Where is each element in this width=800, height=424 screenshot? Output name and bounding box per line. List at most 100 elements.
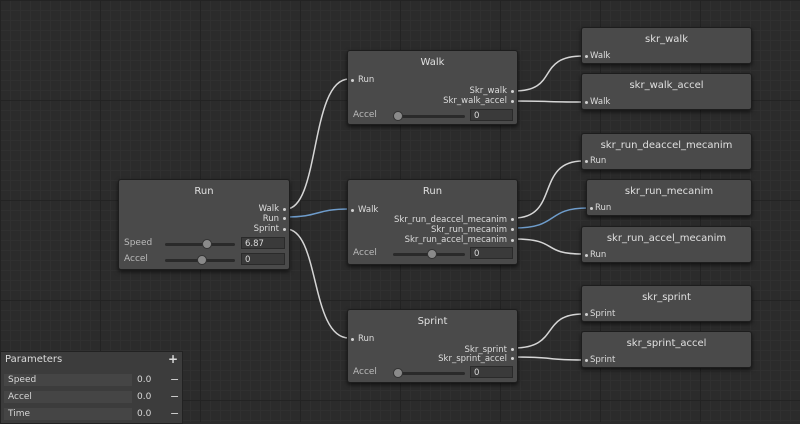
parameters-title: Parameters [5, 354, 63, 365]
parameter-name[interactable]: Accel [4, 391, 132, 403]
input-port[interactable] [585, 55, 588, 58]
input-port[interactable] [351, 209, 354, 212]
parameter-name[interactable]: Time [4, 408, 132, 420]
input-port[interactable] [585, 101, 588, 104]
input-label: Run [358, 334, 375, 344]
wire-skr-walk-accel [513, 100, 584, 103]
node-title: skr_sprint [642, 292, 691, 303]
accel-value[interactable]: 0 [241, 253, 285, 265]
accel-slider-knob[interactable] [197, 255, 207, 265]
accel-slider[interactable] [393, 115, 465, 118]
node-title: Run [422, 186, 443, 197]
remove-parameter-button[interactable]: − [170, 407, 180, 420]
motion-node-skr-run-mecanim[interactable]: skr_run_mecanim Run [586, 179, 752, 216]
accel-value[interactable]: 0 [470, 366, 513, 378]
parameter-value[interactable]: 0.0 [137, 375, 152, 385]
output-skr-run-deaccel: Skr_run_deaccel_mecanim [393, 215, 507, 225]
motion-node-skr-sprint-accel[interactable]: skr_sprint_accel Sprint [581, 331, 752, 368]
accel-label: Accel [353, 248, 377, 258]
input-label: Sprint [590, 355, 616, 365]
blend-node-run-root[interactable]: Run Walk Run Sprint Speed 6.87 Accel 0 [118, 179, 290, 270]
parameters-panel: Parameters + Speed 0.0 − Accel 0.0 − Tim… [0, 351, 183, 424]
motion-node-skr-walk-accel[interactable]: skr_walk_accel Walk [581, 73, 752, 110]
blend-node-run[interactable]: Run Walk Skr_run_deaccel_mecanim Skr_run… [347, 179, 518, 265]
parameter-row-time: Time 0.0 − [4, 407, 180, 421]
accel-label: Accel [353, 110, 377, 120]
input-port[interactable] [351, 79, 354, 82]
output-sprint: Sprint [253, 224, 279, 234]
input-port[interactable] [585, 160, 588, 163]
speed-label: Speed [124, 238, 153, 248]
output-port-run[interactable] [283, 217, 286, 220]
motion-node-skr-run-deaccel-mecanim[interactable]: skr_run_deaccel_mecanim Run [581, 133, 752, 170]
accel-label: Accel [124, 254, 148, 264]
motion-node-skr-run-accel-mecanim[interactable]: skr_run_accel_mecanim Run [581, 226, 752, 263]
blend-node-walk[interactable]: Walk Run Skr_walk Skr_walk_accel Accel 0 [347, 50, 518, 125]
node-title: skr_walk [645, 34, 688, 45]
output-run: Run [262, 214, 279, 224]
input-label: Walk [590, 51, 611, 61]
speed-slider-knob[interactable] [202, 239, 212, 249]
output-walk: Walk [258, 204, 279, 214]
wire-skr-run-accel [513, 238, 584, 255]
accel-value[interactable]: 0 [470, 247, 513, 259]
output-port-walk[interactable] [283, 208, 286, 211]
accel-value[interactable]: 0 [470, 109, 513, 121]
speed-slider[interactable] [165, 243, 235, 246]
output-port[interactable] [511, 228, 514, 231]
node-title: skr_run_accel_mecanim [606, 233, 727, 244]
output-skr-run: Skr_run_mecanim [430, 225, 507, 235]
input-port[interactable] [590, 207, 593, 210]
input-label: Walk [590, 97, 611, 107]
add-parameter-button[interactable]: + [168, 352, 179, 366]
input-port[interactable] [351, 338, 354, 341]
input-label: Walk [358, 205, 379, 215]
output-port[interactable] [511, 348, 514, 351]
input-port[interactable] [585, 313, 588, 316]
input-label: Run [590, 156, 607, 166]
parameter-value[interactable]: 0.0 [137, 409, 152, 419]
output-skr-walk: Skr_walk [469, 86, 507, 96]
node-title: Sprint [417, 316, 448, 327]
output-skr-sprint-accel: Skr_sprint_accel [438, 354, 507, 364]
wire-run [285, 208, 350, 218]
accel-slider[interactable] [393, 372, 465, 375]
input-port[interactable] [585, 254, 588, 257]
accel-slider-knob[interactable] [393, 111, 403, 121]
output-port-sprint[interactable] [283, 228, 286, 231]
accel-slider-knob[interactable] [427, 249, 437, 259]
output-skr-sprint: Skr_sprint [464, 345, 507, 355]
parameter-value[interactable]: 0.0 [137, 392, 152, 402]
output-port[interactable] [511, 90, 514, 93]
output-port[interactable] [511, 357, 514, 360]
motion-node-skr-walk[interactable]: skr_walk Walk [581, 27, 752, 64]
input-label: Run [358, 75, 375, 85]
output-port[interactable] [511, 218, 514, 221]
output-port[interactable] [511, 239, 514, 242]
node-title: skr_walk_accel [629, 80, 704, 91]
output-port[interactable] [511, 100, 514, 103]
node-title: Run [194, 186, 214, 197]
input-port[interactable] [585, 359, 588, 362]
wire-walk [285, 78, 350, 210]
accel-label: Accel [353, 367, 377, 377]
parameter-row-speed: Speed 0.0 − [4, 373, 180, 387]
wire-sprint [285, 228, 350, 339]
node-title: skr_run_mecanim [624, 186, 714, 197]
motion-node-skr-sprint[interactable]: skr_sprint Sprint [581, 285, 752, 322]
accel-slider-knob[interactable] [393, 368, 403, 378]
remove-parameter-button[interactable]: − [170, 390, 180, 403]
parameter-name[interactable]: Speed [4, 374, 132, 386]
blend-node-sprint[interactable]: Sprint Run Skr_sprint Skr_sprint_accel A… [347, 309, 518, 383]
wire-skr-sprint [513, 313, 584, 349]
output-skr-run-accel: Skr_run_accel_mecanim [404, 235, 507, 245]
node-title: Walk [420, 57, 445, 68]
speed-value[interactable]: 6.87 [241, 237, 285, 249]
wire-skr-sprint-accel [513, 356, 584, 361]
node-title: skr_sprint_accel [626, 338, 707, 349]
wire-skr-walk [513, 55, 584, 92]
remove-parameter-button[interactable]: − [170, 373, 180, 386]
wire-skr-run [513, 207, 589, 229]
input-label: Run [595, 203, 612, 213]
